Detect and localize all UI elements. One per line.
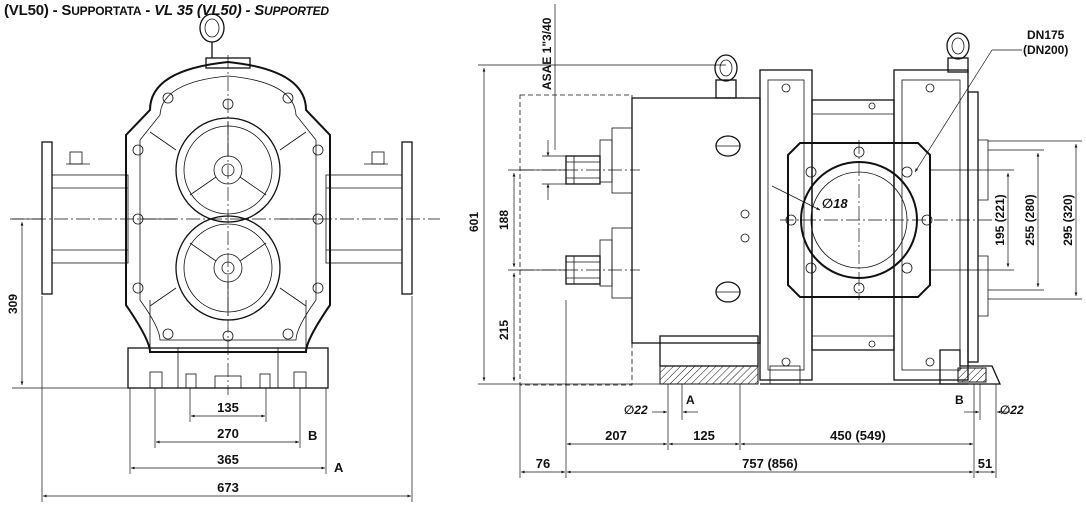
dim-450: 450 (549) <box>830 428 886 443</box>
dim-22-left: ∅22 <box>624 403 648 417</box>
front-right-flange <box>325 141 413 295</box>
dim-757: 757 (856) <box>742 456 798 471</box>
dim-309: 309 <box>6 294 20 314</box>
dn-label-top: DN175 <box>1027 28 1065 42</box>
front-view: 309 135 270 365 673 B A <box>6 13 440 502</box>
ref-a-side: A <box>686 393 695 407</box>
drawing-title: (VL50) - SUPPORTATA - VL 35 (VL50) - SUP… <box>4 2 329 19</box>
ref-b-front: B <box>308 428 317 443</box>
ref-a-front: A <box>334 460 344 475</box>
front-left-flange <box>41 141 129 295</box>
title-part-3: - <box>141 2 155 19</box>
title-part-4: VL 35 (VL50) - S <box>154 2 265 19</box>
front-bolts <box>132 92 324 342</box>
front-dim-309: 309 <box>6 218 128 389</box>
dim-365: 365 <box>217 452 239 467</box>
side-pump-housing <box>759 32 1002 385</box>
side-dims-bottom: ∅22 A ∅22 B 207 125 450 (549) 76 757 (85… <box>519 300 1024 478</box>
front-dims-bottom: 135 270 365 673 B A <box>41 296 413 502</box>
dim-51: 51 <box>978 456 992 471</box>
dim-76: 76 <box>536 456 550 471</box>
hole-diameter: ∅18 <box>822 196 848 211</box>
dim-207: 207 <box>605 428 627 443</box>
front-base <box>127 300 329 389</box>
title-part-1: (VL50) - S <box>4 2 72 19</box>
front-pump-body <box>125 13 331 353</box>
side-housing-bolts <box>781 83 935 367</box>
dim-601: 601 <box>467 212 481 232</box>
side-gearbox <box>565 97 761 385</box>
dim-125: 125 <box>693 428 715 443</box>
dim-188: 188 <box>497 210 511 230</box>
title-part-2: UPPORTATA <box>71 4 142 18</box>
dim-270: 270 <box>217 426 239 441</box>
dim-135: 135 <box>217 400 239 415</box>
dim-22-right: ∅22 <box>1000 403 1024 417</box>
side-view: ASAE 1"3/40 DN175 (DN200) <box>467 4 1082 478</box>
side-dims-left: 601 188 215 <box>467 64 726 385</box>
asae-label: ASAE 1"3/40 <box>540 17 554 90</box>
side-dims-right: 195 (221) 255 (280) 295 (320) <box>930 140 1082 300</box>
dim-215: 215 <box>497 320 511 340</box>
dim-255: 255 (280) <box>1023 194 1037 245</box>
dn-label-bottom: (DN200) <box>1023 43 1068 57</box>
dim-195: 195 (221) <box>993 194 1007 245</box>
side-inlet-flange: ∅18 <box>771 142 933 298</box>
title-part-5: UPPORTED <box>264 4 329 18</box>
dim-295: 295 (320) <box>1061 194 1075 245</box>
dim-673: 673 <box>217 480 239 495</box>
ref-b-side: B <box>955 393 964 407</box>
